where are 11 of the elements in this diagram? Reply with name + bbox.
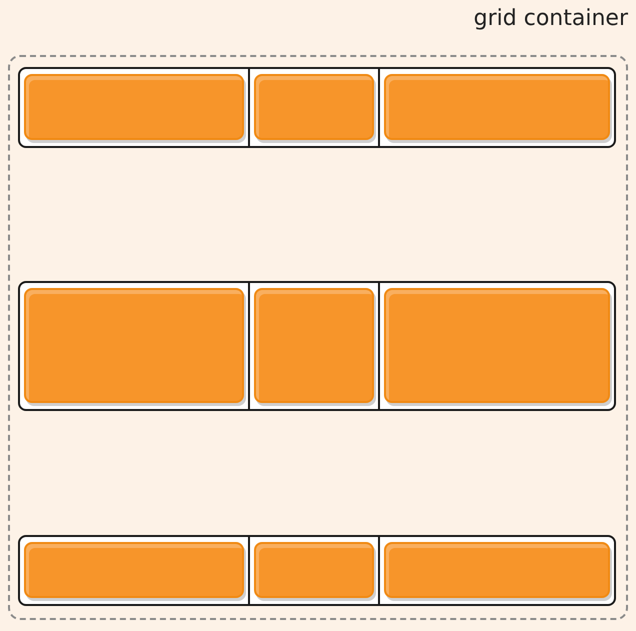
grid-item xyxy=(24,542,244,598)
grid-item xyxy=(24,74,244,140)
grid-item xyxy=(254,542,374,598)
grid-item xyxy=(384,74,610,140)
grid-item xyxy=(24,288,244,403)
container-label: grid container xyxy=(474,6,628,31)
grid-container-frame xyxy=(8,55,628,620)
grid-item xyxy=(384,542,610,598)
grid-item xyxy=(254,74,374,140)
grid-item xyxy=(384,288,610,403)
grid-item xyxy=(254,288,374,403)
